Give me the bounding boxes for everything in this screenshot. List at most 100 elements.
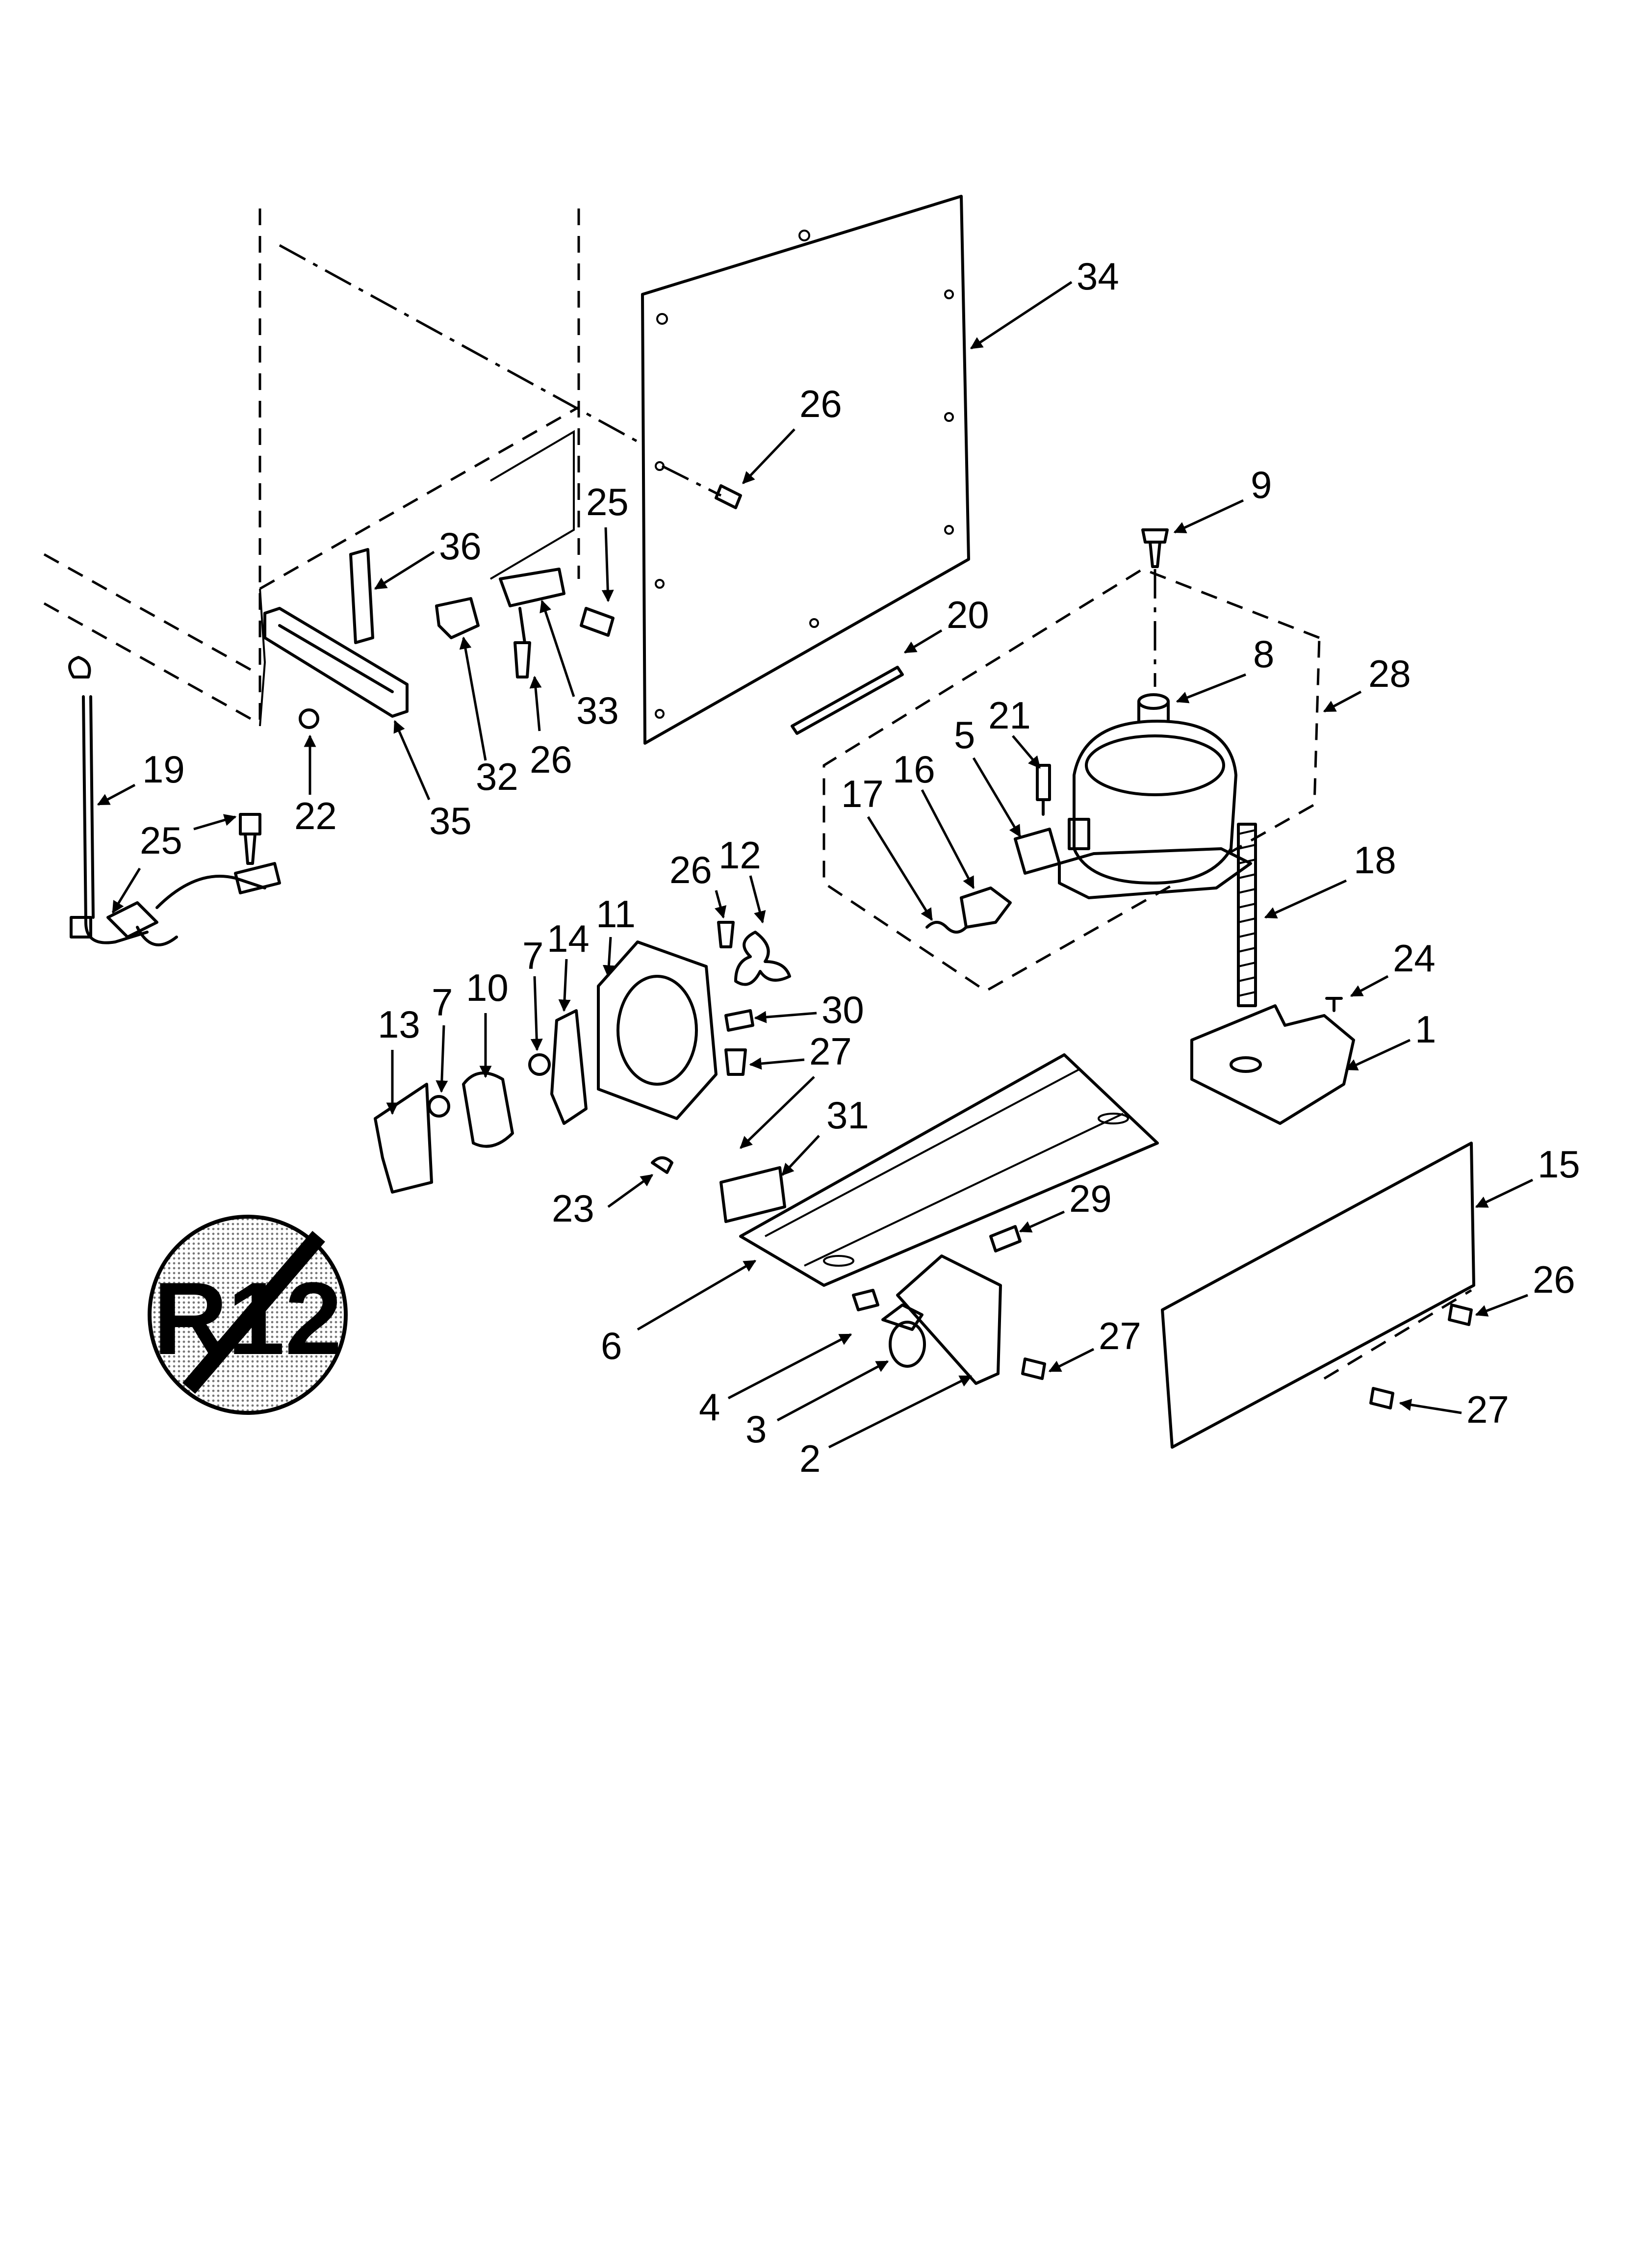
callout-label: 28 — [1368, 652, 1411, 695]
callout-label: 5 — [954, 713, 975, 756]
callout-label: 4 — [699, 1385, 720, 1429]
panel-screw — [661, 465, 742, 509]
relay-block — [435, 597, 480, 639]
fan-shroud — [597, 940, 718, 1120]
callout-label: 7 — [522, 934, 543, 977]
callouts: 34 26 9 25 36 20 8 28 33 32 26 21 — [97, 255, 1580, 1480]
wire-clip — [651, 1156, 673, 1174]
leader-line — [1264, 879, 1347, 919]
callout-label: 20 — [947, 593, 989, 636]
motor-grommet — [428, 1095, 450, 1118]
cabinet-outline — [43, 209, 639, 727]
callout-label: 14 — [547, 917, 590, 960]
callout-label: 32 — [476, 755, 518, 798]
leader-line — [193, 814, 237, 831]
leader-line — [781, 1135, 820, 1176]
leader-line — [749, 875, 766, 924]
callout-label: 18 — [1354, 838, 1396, 882]
leader-line — [602, 937, 615, 978]
leader-line — [1019, 1210, 1065, 1233]
bracket-screw — [513, 641, 531, 678]
callout-label: 33 — [576, 689, 619, 732]
filter-drier — [1036, 764, 1051, 816]
leader-line — [1048, 1348, 1095, 1373]
overload-protector — [1014, 828, 1061, 875]
callout-label: 10 — [466, 966, 509, 1009]
leader-line — [436, 1025, 448, 1093]
leader-line — [539, 600, 575, 697]
callout-label: 26 — [669, 848, 712, 891]
hex-screw — [239, 813, 261, 865]
callout-label: 3 — [745, 1408, 767, 1451]
leader-line — [828, 1375, 973, 1449]
callout-label: 11 — [596, 892, 636, 936]
leader-line — [1475, 1178, 1534, 1208]
callout-label: 25 — [586, 480, 629, 523]
leader-line — [1350, 975, 1389, 997]
coil-spring — [1237, 823, 1257, 1007]
callout-label: 24 — [1393, 937, 1436, 980]
screw — [1021, 1357, 1046, 1380]
condenser-fan-motor — [462, 1071, 514, 1148]
relay-housing — [719, 1166, 786, 1223]
channel-bracket — [263, 607, 409, 718]
leader-line — [97, 783, 136, 806]
callout-label: 27 — [1099, 1314, 1141, 1357]
leader-line — [1176, 673, 1246, 704]
screw — [852, 1289, 879, 1311]
leader-line — [637, 1259, 757, 1331]
screw — [1369, 1387, 1394, 1409]
callout-label: 16 — [893, 748, 935, 791]
leader-line — [1173, 499, 1244, 534]
insulation-strip — [349, 548, 374, 644]
callout-label: 17 — [841, 772, 884, 815]
caster-wheel — [881, 1303, 926, 1368]
callout-label: 1 — [1415, 1008, 1436, 1051]
leader-line — [1475, 1294, 1528, 1317]
leader-line — [374, 550, 435, 590]
callout-label: 23 — [552, 1187, 594, 1230]
callout-label: 7 — [432, 981, 453, 1024]
shoulder-pin — [1325, 997, 1343, 1012]
leader-line — [903, 629, 943, 654]
screw — [717, 921, 735, 948]
callout-label: 36 — [439, 524, 482, 568]
callout-label: 35 — [429, 799, 472, 842]
callout-label: 29 — [1069, 1177, 1112, 1220]
leader-line — [921, 789, 975, 889]
grommet — [299, 708, 319, 729]
leader-line — [601, 527, 614, 602]
callout-label: 19 — [142, 748, 185, 791]
motor-bracket — [550, 1009, 588, 1125]
leader-line — [529, 676, 542, 731]
leader-line — [393, 720, 431, 801]
motor-mount-bracket — [374, 1083, 433, 1194]
callout-label: 27 — [809, 1030, 852, 1073]
leader-line — [715, 890, 727, 919]
caster-bracket — [896, 1254, 1002, 1385]
screw — [724, 1048, 747, 1076]
mounting-bracket — [499, 568, 565, 644]
callout-label: 26 — [799, 382, 842, 425]
callout-label: 12 — [718, 834, 761, 877]
screw — [1448, 1303, 1473, 1326]
compressor-bolt — [1141, 528, 1169, 568]
callout-label: 34 — [1077, 255, 1119, 298]
leader-line — [742, 428, 795, 484]
callout-label: 9 — [1251, 463, 1272, 506]
leader-line — [1012, 735, 1041, 769]
screw — [724, 1009, 754, 1032]
no-r12-badge: R12 — [148, 1215, 348, 1415]
leader-line — [1323, 690, 1362, 713]
callout-label: 13 — [378, 1003, 420, 1046]
leader-line — [1345, 1039, 1411, 1071]
leader-line — [558, 959, 571, 1012]
callout-label: 26 — [1533, 1258, 1575, 1301]
callout-label: 31 — [826, 1094, 869, 1137]
leader-line — [754, 1011, 817, 1023]
leader-line — [749, 1057, 805, 1070]
leader-line — [867, 816, 933, 921]
callout-label: 15 — [1538, 1143, 1580, 1186]
callout-label: 8 — [1253, 632, 1274, 676]
leader-line — [607, 1173, 654, 1208]
